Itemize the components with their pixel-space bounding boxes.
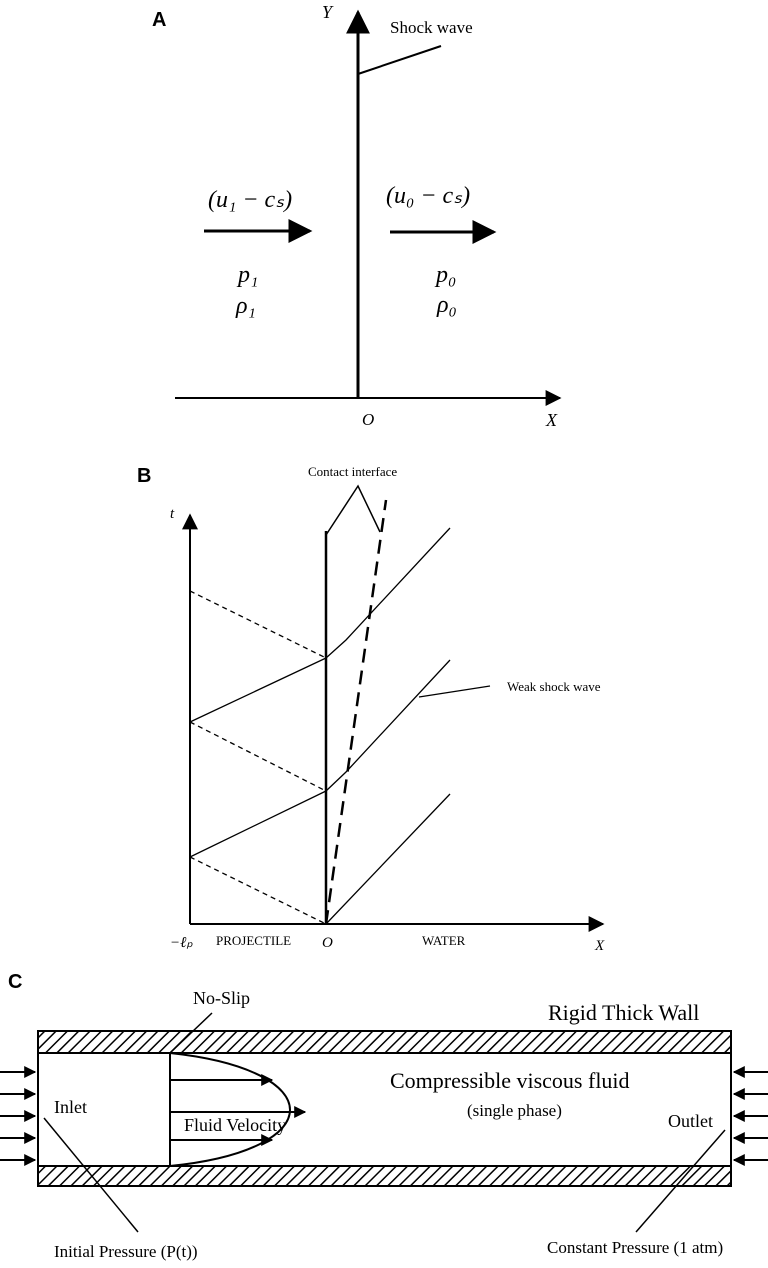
- weak-shock-wave-1: [325, 527, 451, 659]
- constant-pressure-leader: [635, 1129, 726, 1233]
- panel-a-y-axis-label: Y: [322, 2, 334, 22]
- panel-b: B t X −ℓₚ O PROJECTILE WATER Contact int…: [137, 464, 605, 954]
- no-slip-leader: [169, 1012, 213, 1054]
- velocity-profile-curve: [169, 1052, 291, 1167]
- weak-shock-leader: [418, 685, 491, 698]
- initial-pressure-label: Initial Pressure (P(t)): [54, 1242, 198, 1261]
- bottom-wall: [37, 1165, 732, 1187]
- panel-c: C Rigid Thick Wall Fluid Velocity No-Sli…: [0, 971, 768, 1261]
- panel-b-t-axis-label: t: [170, 506, 175, 522]
- initial-pressure-leader: [43, 1117, 139, 1233]
- panel-a: A Y X O Shock wave (u₁ − cₛ) p₁ ρ₁ (u₀ −…: [152, 2, 562, 430]
- weak-shock-label: Weak shock wave: [507, 679, 601, 694]
- panel-b-left-tick-label: −ℓₚ: [170, 935, 193, 951]
- water-label: WATER: [422, 933, 466, 948]
- rigid-wall-label: Rigid Thick Wall: [548, 1000, 699, 1025]
- outlet-label: Outlet: [668, 1111, 713, 1131]
- contact-interface-leader: [325, 484, 381, 536]
- right-density-label: ρ₀: [436, 292, 457, 318]
- fluid-velocity-label: Fluid Velocity: [184, 1115, 286, 1135]
- right-pressure-label: p₀: [434, 262, 456, 288]
- no-slip-label: No-Slip: [193, 988, 250, 1008]
- particle-path-dashed: [324, 499, 388, 925]
- constant-pressure-label: Constant Pressure (1 atm): [547, 1238, 723, 1257]
- panel-b-x-axis-label: X: [594, 938, 605, 954]
- panel-a-x-axis-label: X: [545, 410, 558, 430]
- phase-label: (single phase): [467, 1101, 562, 1120]
- weak-shock-wave-3: [325, 793, 451, 925]
- panel-b-label: B: [137, 465, 151, 487]
- panel-b-origin-label: O: [322, 935, 333, 951]
- shock-wave-label: Shock wave: [390, 18, 473, 37]
- left-velocity-label: (u₁ − cₛ): [208, 187, 292, 213]
- panel-c-label: C: [8, 971, 22, 993]
- weak-shock-wave-2: [325, 659, 451, 792]
- inlet-label: Inlet: [54, 1097, 87, 1117]
- left-pressure-label: p₁: [236, 262, 258, 288]
- contact-interface-label: Contact interface: [308, 464, 397, 479]
- panel-a-label: A: [152, 9, 166, 31]
- shock-wave-leader: [357, 45, 442, 75]
- reflected-wave-1: [189, 590, 327, 659]
- left-density-label: ρ₁: [235, 293, 256, 319]
- reflected-wave-3: [189, 856, 327, 925]
- top-wall: [37, 1030, 732, 1054]
- projectile-label: PROJECTILE: [216, 933, 291, 948]
- transmitted-wave-2: [189, 790, 327, 858]
- transmitted-wave-1: [189, 657, 327, 723]
- fluid-label: Compressible viscous fluid: [390, 1068, 630, 1093]
- panel-a-origin-label: O: [362, 410, 374, 429]
- right-velocity-label: (u₀ − cₛ): [386, 183, 470, 209]
- reflected-wave-2: [189, 721, 327, 792]
